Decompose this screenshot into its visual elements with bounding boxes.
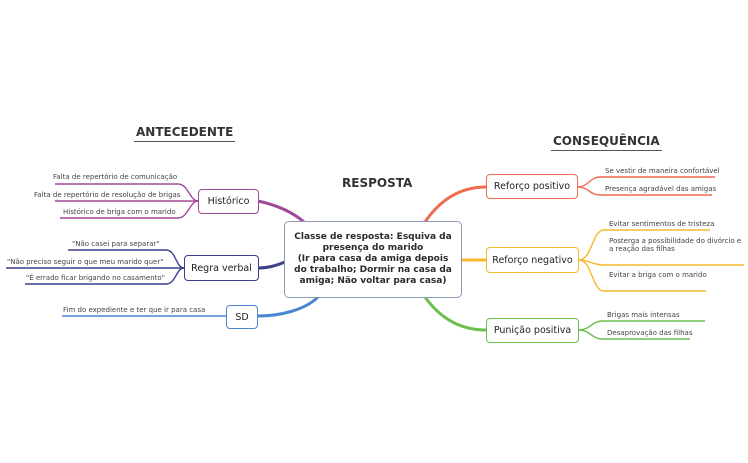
branch-reforco-negativo[interactable]: Reforço negativo — [486, 247, 579, 273]
connector-central-reforco-positivo — [423, 185, 487, 223]
connector-central-sd — [257, 295, 320, 318]
connector-central-punicao-positiva — [423, 296, 487, 332]
connector-rp-leaf-2 — [577, 186, 712, 196]
leaf-reforco-negativo-2[interactable]: Posterga a possibilidade do divórcio e a… — [609, 237, 742, 253]
connector-historico-leaf-3 — [60, 200, 199, 219]
central-topic[interactable]: Classe de resposta: Esquiva da presença … — [284, 221, 462, 298]
leaf-regra-3[interactable]: "É errado ficar brigando no casamento" — [26, 274, 165, 282]
leaf-historico-1[interactable]: Falta de repertório de comunicação — [53, 173, 178, 181]
leaf-sd-1[interactable]: Fim do expediente e ter que ir para casa — [63, 306, 206, 314]
leaf-regra-1[interactable]: "Não casei para separar" — [72, 240, 160, 248]
heading-antecedente: ANTECEDENTE — [134, 125, 236, 142]
leaf-regra-2[interactable]: "Não preciso seguir o que meu marido que… — [7, 258, 164, 266]
branch-punicao-positiva[interactable]: Punição positiva — [486, 318, 579, 343]
connector-rn-leaf-3 — [578, 259, 706, 292]
branch-reforco-positivo[interactable]: Reforço positivo — [486, 174, 578, 199]
connector-pp-leaf-2 — [578, 329, 690, 340]
connector-regra-leaf-3 — [25, 267, 185, 285]
branch-sd[interactable]: SD — [226, 305, 258, 329]
connector-central-regra — [257, 260, 286, 270]
connector-rn-leaf-1 — [578, 229, 710, 261]
branch-historico[interactable]: Histórico — [198, 189, 259, 214]
leaf-reforco-positivo-1[interactable]: Se vestir de maneira confortável — [605, 167, 720, 175]
leaf-historico-2[interactable]: Falta de repertório de resolução de brig… — [34, 191, 181, 199]
leaf-historico-3[interactable]: Histórico de briga com o marido — [63, 208, 176, 216]
heading-consequencia: CONSEQUÊNCIA — [551, 134, 662, 151]
leaf-reforco-negativo-3[interactable]: Evitar a briga com o marido — [609, 271, 707, 279]
leaf-reforco-positivo-2[interactable]: Presença agradável das amigas — [605, 185, 717, 193]
branch-regra-verbal[interactable]: Regra verbal — [184, 255, 259, 281]
connector-rn-leaf-2 — [578, 259, 744, 266]
leaf-reforco-negativo-1[interactable]: Evitar sentimentos de tristeza — [609, 220, 715, 228]
leaf-punicao-positiva-2[interactable]: Desaprovação das filhas — [607, 329, 693, 337]
connector-central-historico — [257, 199, 305, 224]
heading-resposta: RESPOSTA — [342, 176, 413, 190]
leaf-punicao-positiva-1[interactable]: Brigas mais intensas — [607, 311, 680, 319]
